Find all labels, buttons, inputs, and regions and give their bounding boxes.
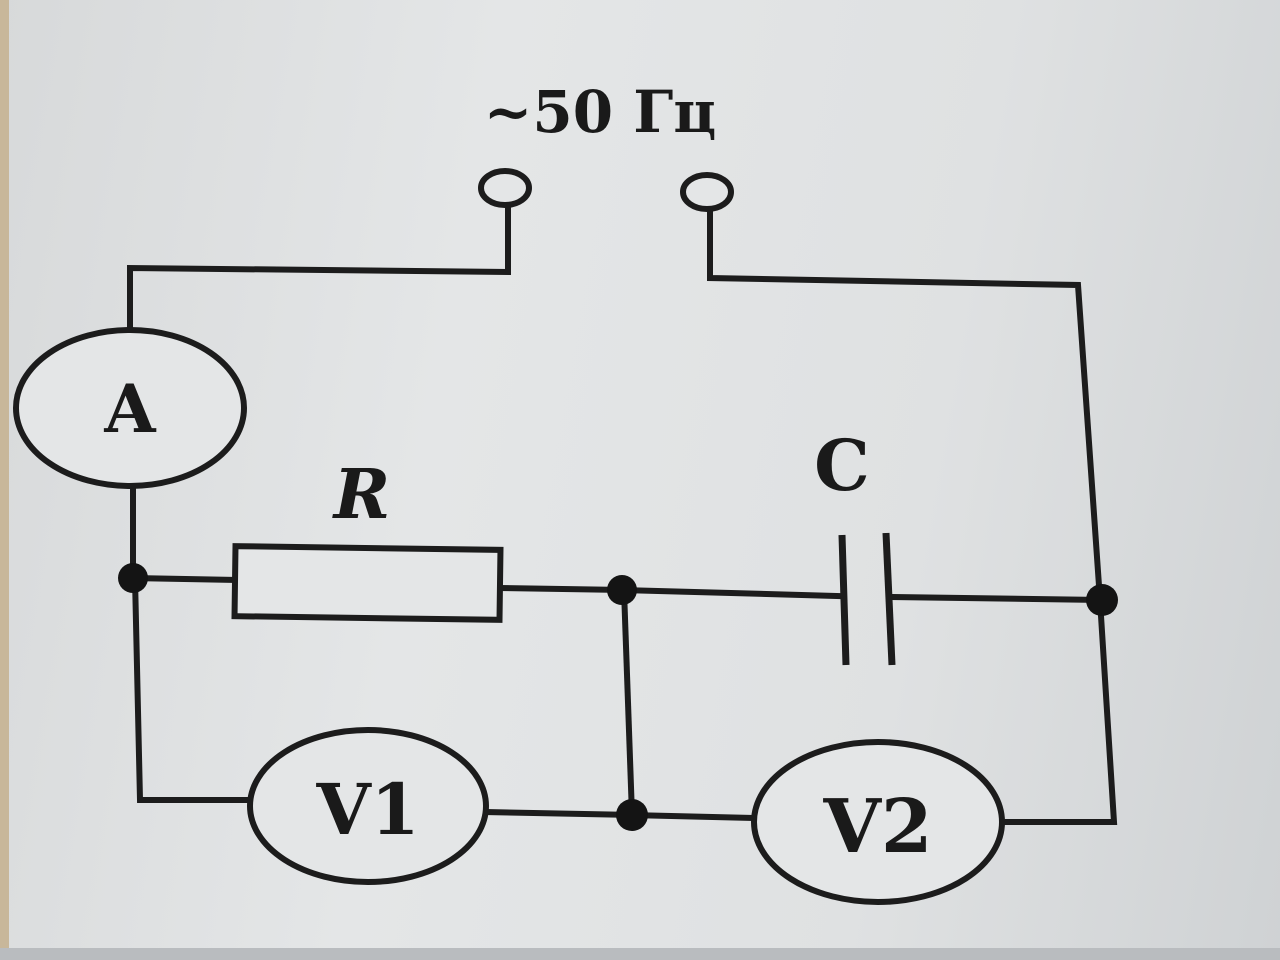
capacitor-label: C — [814, 424, 870, 507]
wire-capacitor-to-right-node — [889, 593, 1104, 604]
capacitor-plate-left — [838, 534, 850, 666]
wire-node-to-resistor — [129, 574, 239, 584]
resistor-label: R — [332, 455, 391, 535]
paper-edge — [0, 0, 9, 960]
ammeter-label: A — [103, 370, 156, 448]
voltmeter2-symbol — [751, 739, 1005, 905]
wire-right-terminal-to-right-rail — [707, 207, 1104, 604]
wire-left-terminal-to-ammeter — [127, 202, 511, 333]
ammeter-symbol — [13, 327, 247, 489]
wire-left-node-to-v1 — [131, 574, 255, 803]
junction-middle — [607, 575, 637, 605]
capacitor-plate-right — [882, 532, 896, 666]
wire-resistor-to-mid-node — [496, 584, 626, 594]
wire-v2-to-right-rail — [1001, 596, 1118, 825]
wire-mid-vertical — [620, 586, 636, 819]
voltmeter2-label: V2 — [823, 784, 933, 870]
voltmeter1-label: V1 — [315, 768, 419, 851]
junction-right — [1086, 584, 1118, 616]
source-terminal-right — [680, 172, 734, 212]
source-frequency-label: ~50 Гц — [484, 78, 716, 146]
voltmeter1-symbol — [247, 727, 489, 885]
wire-mid-node-to-capacitor — [618, 586, 842, 600]
wire-bottom-node-to-v2 — [628, 811, 760, 822]
junction-left — [118, 563, 148, 593]
wire-v1-to-bottom-node — [482, 808, 636, 819]
resistor-symbol — [231, 543, 504, 623]
paper-edge-bottom — [0, 948, 1280, 960]
source-terminal-left — [478, 168, 532, 208]
junction-bottom — [616, 799, 648, 831]
